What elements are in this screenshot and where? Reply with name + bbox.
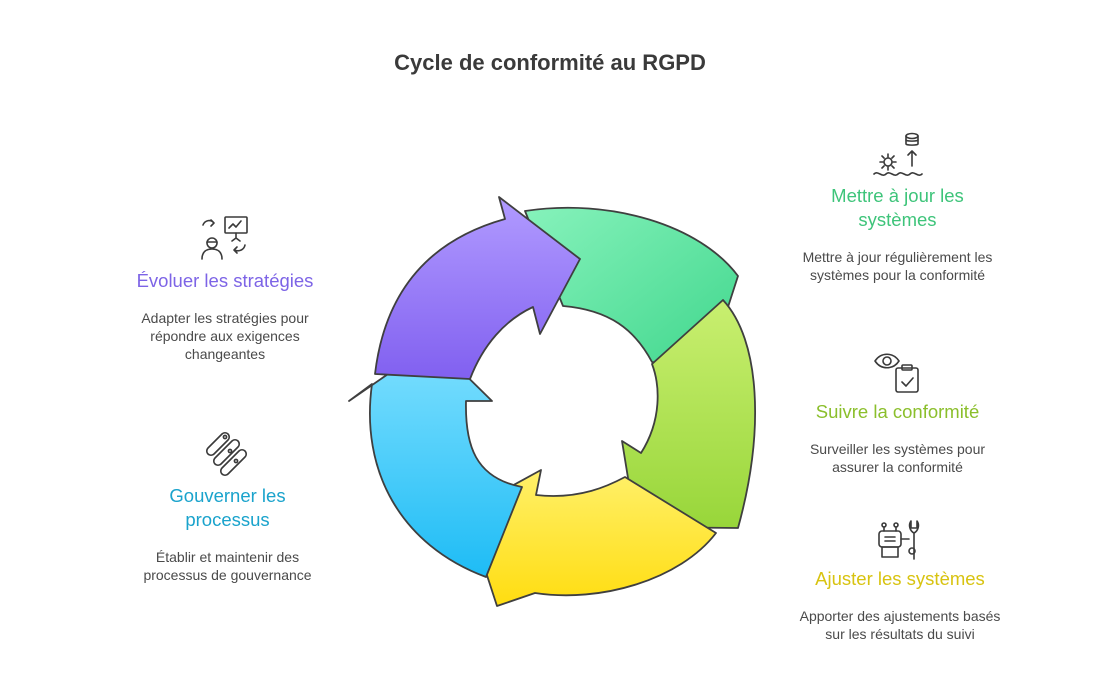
step-label: Évoluer les stratégies bbox=[136, 270, 314, 291]
cycle-arrow-purple bbox=[374, 196, 581, 380]
step-label: Ajuster les systèmes bbox=[815, 568, 985, 589]
server-update-icon bbox=[872, 132, 923, 176]
step-description: Mettre à jour régulièrement les systèmes… bbox=[802, 249, 993, 283]
page-title: Cycle de conformité au RGPD bbox=[394, 50, 706, 75]
monitor-checklist-icon bbox=[873, 353, 919, 393]
step-description: Adapter les stratégies pour répondre aux… bbox=[141, 310, 309, 362]
step-monitor-compliance: Suivre la conformité Surveiller les syst… bbox=[795, 348, 1000, 476]
step-description: Surveiller les systèmes pour assurer la … bbox=[809, 441, 986, 475]
step-label: Gouverner les processus bbox=[169, 485, 286, 530]
links-icon bbox=[205, 431, 247, 477]
robot-wrench-icon bbox=[878, 520, 920, 560]
step-description: Établir et maintenir des processus de go… bbox=[143, 549, 312, 583]
cycle-arrow-blue bbox=[348, 342, 523, 578]
step-update-systems: Mettre à jour les systèmes Mettre à jour… bbox=[795, 132, 1000, 284]
strategy-presentation-icon bbox=[201, 216, 248, 260]
step-govern-processes: Gouverner les processus Établir et maint… bbox=[125, 430, 330, 584]
cycle-arrow-lime bbox=[621, 299, 756, 529]
step-label: Mettre à jour les systèmes bbox=[831, 185, 964, 230]
step-evolve-strategies: Évoluer les stratégies Adapter les strat… bbox=[125, 215, 325, 363]
step-adjust-systems: Ajuster les systèmes Apporter des ajuste… bbox=[795, 515, 1005, 643]
cycle-arrow-yellow bbox=[465, 469, 717, 607]
step-label: Suivre la conformité bbox=[815, 401, 980, 422]
step-description: Apporter des ajustements basés sur les r… bbox=[799, 608, 1001, 642]
cycle-arrow-green bbox=[524, 206, 739, 373]
